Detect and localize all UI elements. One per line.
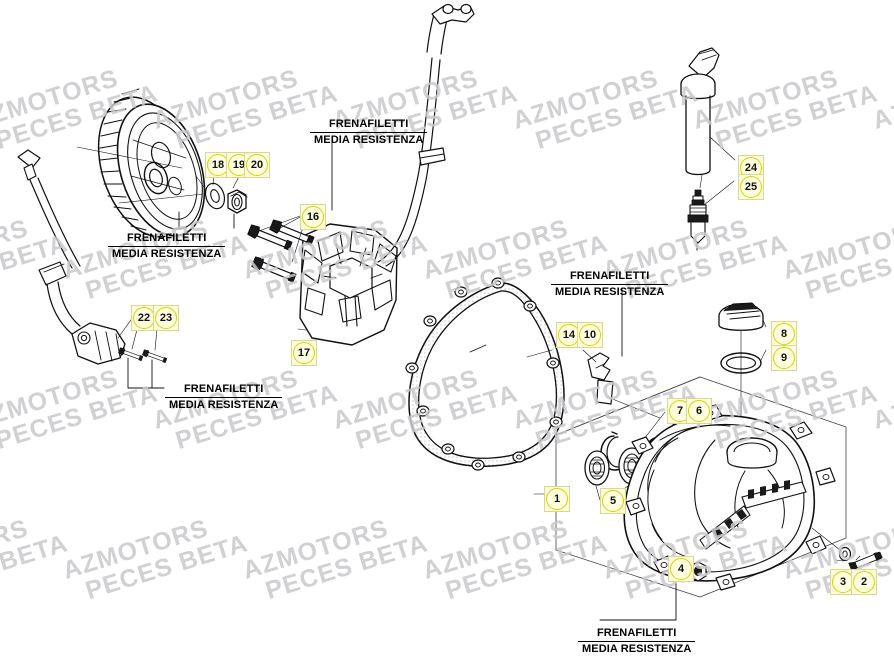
callout-badge-5[interactable]: 5 [600,488,626,514]
callout-badge-10[interactable]: 10 [577,322,603,348]
stator-art [299,223,398,346]
exploded-box [555,376,847,598]
note-line-1: FRENAFILETTI [126,232,207,244]
note-line-1: FRENAFILETTI [328,118,409,130]
note-line-2: MEDIA RESISTENZA [551,283,669,299]
note-line-2: MEDIA RESISTENZA [165,396,283,412]
callout-badge-6[interactable]: 6 [686,398,712,424]
note-line-1: FRENAFILETTI [569,270,650,282]
oil-cap-art [718,302,764,374]
note-line-1: FRENAFILETTI [183,383,264,395]
callout-badge-9[interactable]: 9 [771,345,797,371]
callout-number: 20 [246,154,268,176]
flywheel-nut-art [227,189,248,214]
stator-harness-art [377,3,475,267]
note-line-1: FRENAFILETTI [596,627,677,639]
callout-badge-17[interactable]: 17 [291,340,317,366]
callout-number: 17 [293,342,315,364]
callout-number: 23 [155,307,177,329]
spark-plug-art [687,189,709,251]
flywheel-art [97,88,206,238]
callout-number: 4 [670,558,692,580]
callout-badge-23[interactable]: 23 [153,305,179,331]
callout-badge-4[interactable]: 4 [668,556,694,582]
callout-number: 22 [133,307,155,329]
flywheel-washer-art [204,182,226,210]
callout-number: 25 [740,176,762,198]
callout-number: 5 [602,490,624,512]
callout-badge-25[interactable]: 25 [738,174,764,200]
note-line-2: MEDIA RESISTENZA [578,640,696,656]
callout-number: 8 [773,323,795,345]
callout-number: 18 [207,154,229,176]
callout-badge-8[interactable]: 8 [771,321,797,347]
callout-number: 9 [773,347,795,369]
callout-number: 16 [302,206,324,228]
callout-number: 6 [688,400,710,422]
callout-badge-20[interactable]: 20 [244,152,270,178]
callout-badge-2[interactable]: 2 [851,569,877,595]
callout-number: 10 [579,324,601,346]
pickup-coil-art [17,149,126,365]
note-line-2: MEDIA RESISTENZA [108,245,226,261]
callout-number: 2 [853,571,875,593]
dowel-art [689,561,707,582]
gasket-art [405,277,565,471]
spark-plug-cap-art [680,47,720,176]
callout-number: 1 [546,488,568,510]
callout-badge-1[interactable]: 1 [544,486,570,512]
callout-badge-16[interactable]: 16 [300,204,326,230]
note-line-2: MEDIA RESISTENZA [310,131,428,147]
engine-cover-art [623,404,836,591]
